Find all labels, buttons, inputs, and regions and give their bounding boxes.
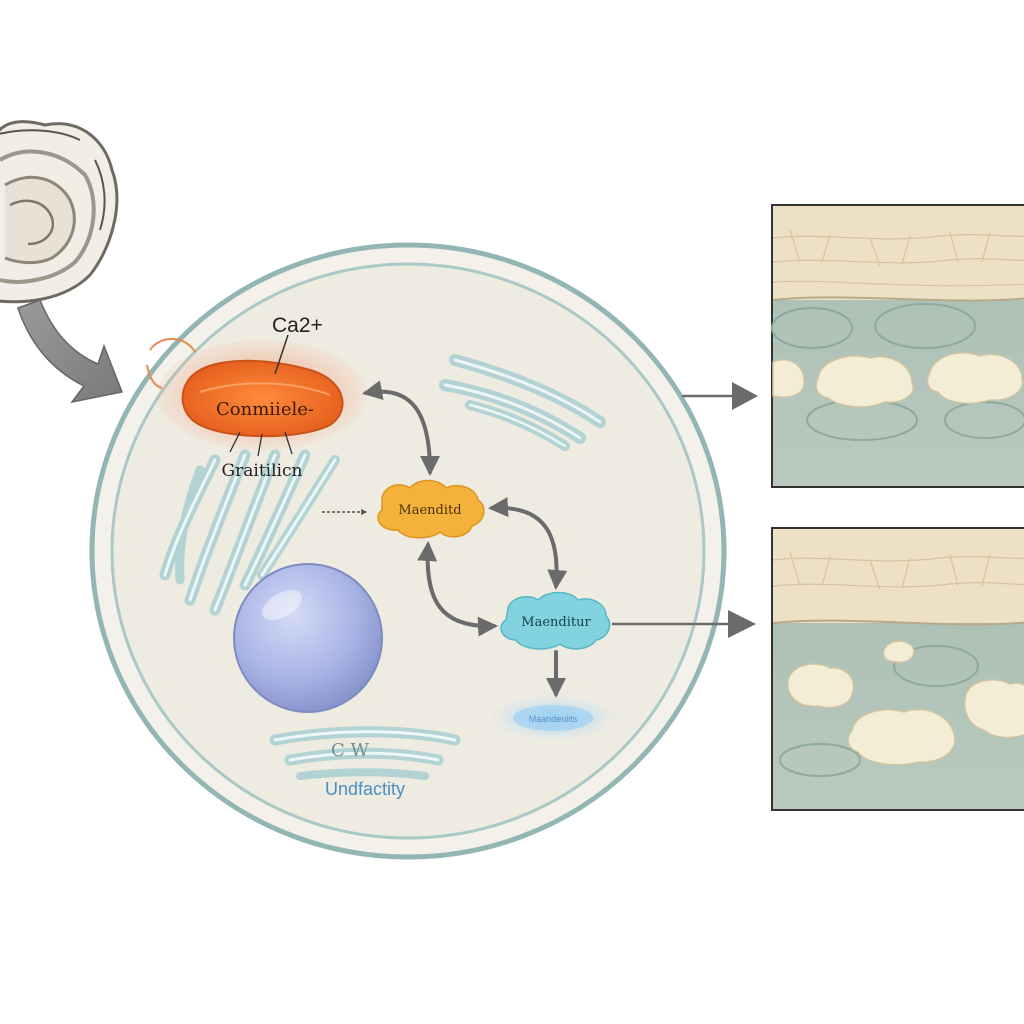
arrow-mediators-left [417,541,498,637]
calcium-deposit [847,708,956,766]
nucleus [233,563,383,713]
ion-label: Ca2+ [272,314,323,337]
ion-pointer [274,334,289,375]
output-arrows [612,382,758,638]
calcium-deposit [772,359,805,398]
oyster-shell-icon [0,120,119,304]
calcium-deposit [787,663,855,709]
mediator-cyan-label: Maenditur [521,615,591,630]
arrow-organelle-mediator [362,380,440,476]
cell [89,242,727,860]
mediator-orange-label: Maenditd [398,503,461,518]
vesicle [893,645,979,687]
mediator-orange [377,479,485,539]
er-bundle-bottom [269,726,461,780]
glow-output [491,696,615,740]
signal-arrows [362,380,568,698]
vesicle [771,307,853,349]
calcium-deposit [815,355,914,408]
bottom-caption: Undfactity [325,779,405,799]
arrow-mediators-right [488,497,568,590]
er-bundle-left [159,449,340,616]
tissue-panel-top [771,204,1024,488]
glow-label: Maandeulits [529,714,578,724]
tissue-panel-bottom [771,527,1024,811]
calcium-deposit [964,679,1024,739]
organelle-sublabel: Graitilicn [222,461,303,481]
calcium-deposit [926,352,1024,405]
mediator-cyan [500,591,611,650]
shell-to-cell-arrow [17,299,124,404]
calcium-organelle [146,338,367,450]
organelle-label: Conmiiele- [216,399,314,420]
vesicle [779,743,861,777]
er-bundle-top-right [439,354,606,451]
organelle-leader-lines [229,431,293,457]
calcium-deposit [882,640,915,664]
vesicle [874,303,976,349]
er-tag-label: C W [331,740,369,761]
